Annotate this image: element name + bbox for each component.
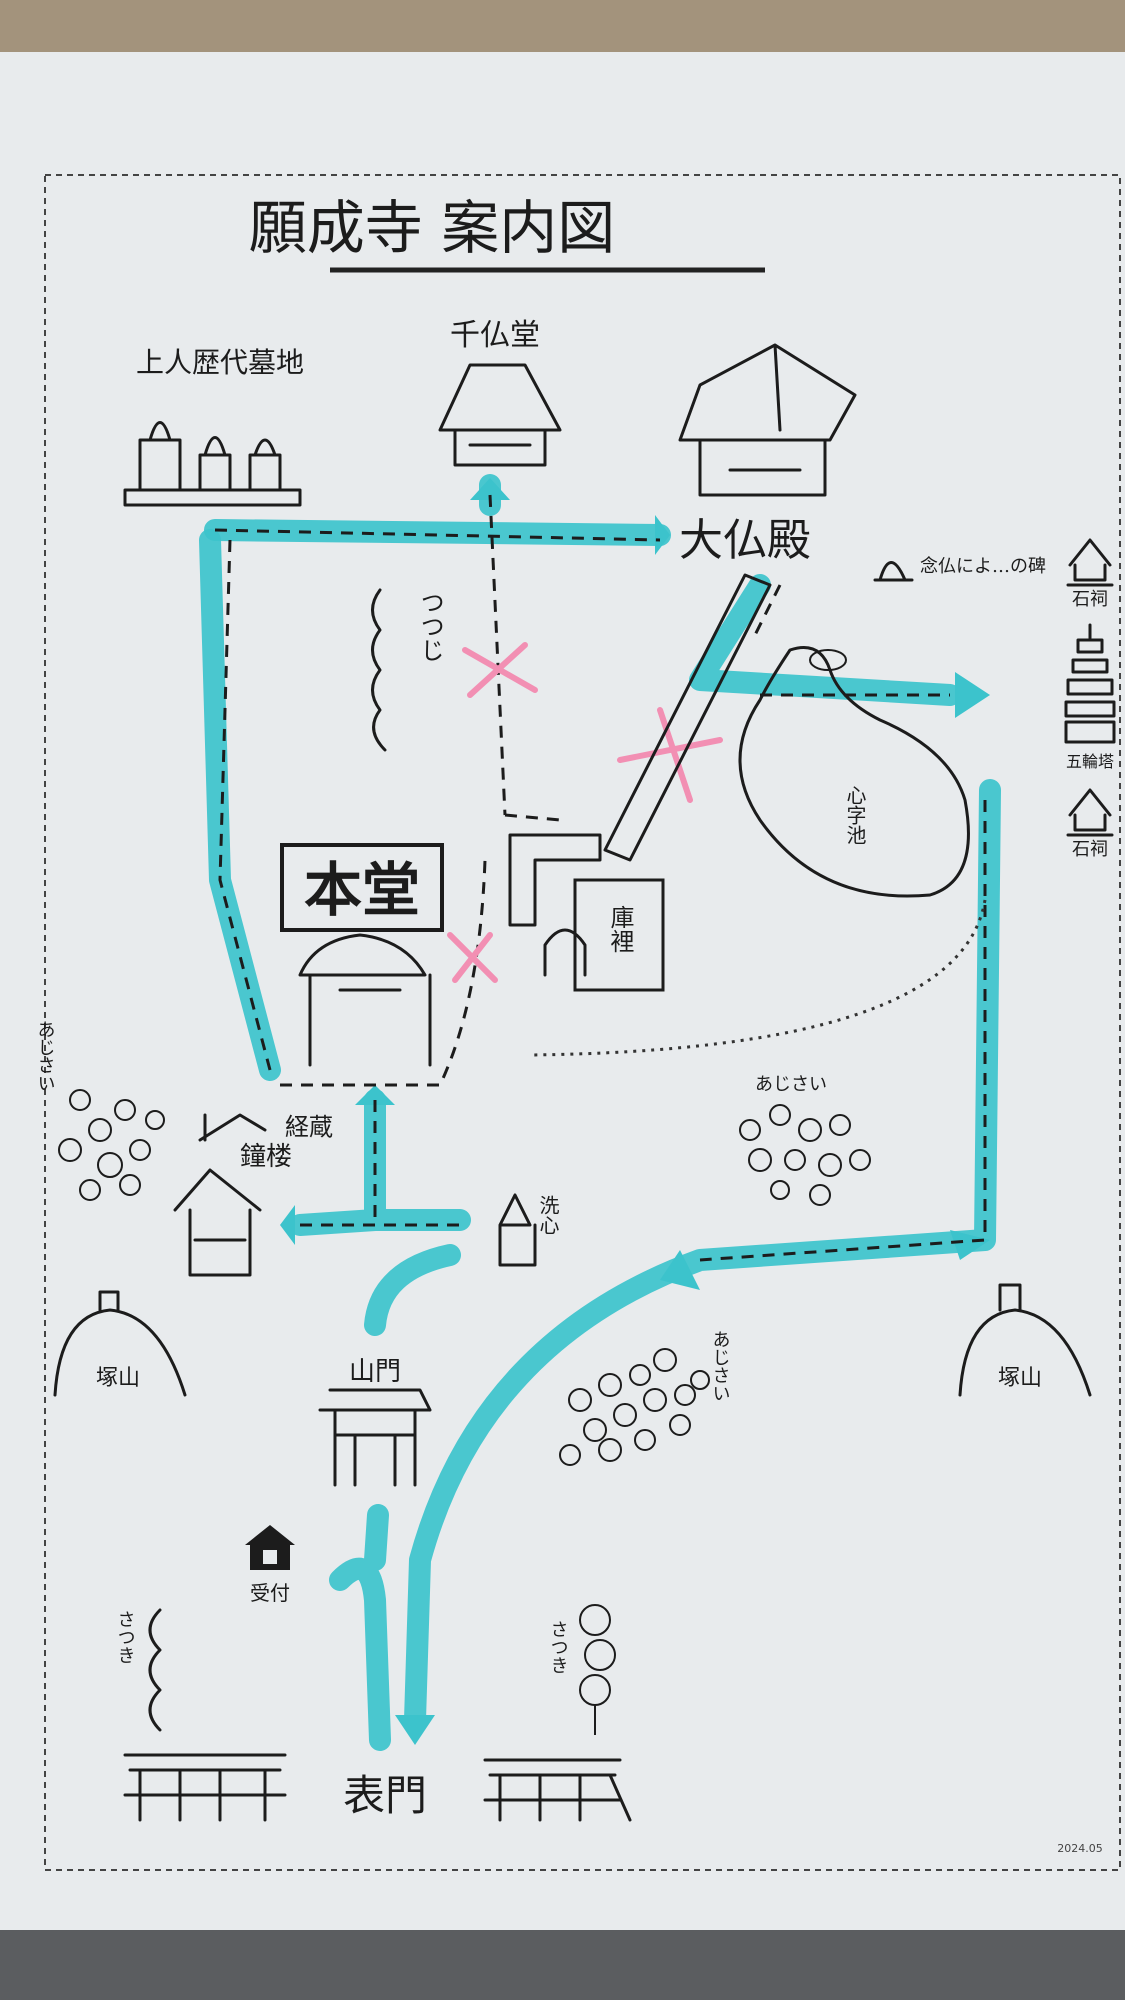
fence-left-icon <box>123 1753 287 1822</box>
label-graves: 上人歴代墓地 <box>136 346 304 379</box>
tsukayama-left-icon <box>53 1308 187 1397</box>
route-arrow-icon <box>280 1205 295 1245</box>
print-date: 2024.05 <box>1057 1842 1103 1855</box>
label-hondo: 本堂 <box>304 856 420 924</box>
closed-path-cross-icon <box>447 642 723 983</box>
route-arrow-icon <box>955 672 990 718</box>
label-sanmon: 山門 <box>349 1357 401 1387</box>
label-ajisai-center: あじさい <box>755 1074 827 1095</box>
monument-icon <box>873 561 914 582</box>
kyozo-icon <box>198 1113 267 1142</box>
pagoda-icon <box>1064 623 1116 744</box>
senshin-icon <box>498 1193 537 1267</box>
label-shoro: 鐘楼 <box>240 1142 292 1172</box>
label-kuri: 庫裡 <box>606 905 634 953</box>
label-satsuki-right: さつき <box>548 1620 569 1674</box>
tree-icon <box>371 588 387 752</box>
label-ajisai-left: あじさい <box>35 1020 56 1092</box>
label-daibutsuden: 大仏殿 <box>679 515 811 566</box>
reception-house-icon <box>245 1525 295 1570</box>
pond-island <box>809 649 847 671</box>
temple-icon <box>438 363 562 467</box>
label-pagoda: 五輪塔 <box>1066 752 1114 771</box>
tree-icon <box>559 1348 710 1466</box>
reception-door <box>263 1550 277 1564</box>
pond-outline <box>738 646 970 898</box>
stone-stairs <box>603 573 772 862</box>
fence-right-icon <box>483 1758 632 1822</box>
stone-wall <box>508 833 602 927</box>
tree-icon <box>739 1104 871 1206</box>
label-uketsuke: 受付 <box>250 1581 290 1605</box>
label-monument: 念仏によ…の碑 <box>920 555 1046 577</box>
label-tsukayama-left: 塚山 <box>96 1366 140 1391</box>
label-senbutsudo: 千仏堂 <box>450 318 540 353</box>
label-tsutsuji: つつじ <box>416 590 444 662</box>
route-arrow-icon <box>355 1085 395 1105</box>
map-title: 願成寺 案内図 <box>249 194 615 262</box>
tree-icon <box>579 1604 616 1735</box>
label-satsuki-left: さつき <box>115 1610 136 1664</box>
kuri-gate-icon <box>543 928 587 977</box>
temple-icon <box>298 933 432 1067</box>
background-cloth <box>0 0 1125 60</box>
background-bottom <box>0 1930 1125 2000</box>
mound-stone-icon <box>998 1283 1022 1312</box>
label-pond: 心字池 <box>843 785 867 845</box>
hondo-sign <box>280 843 444 932</box>
temple-icon <box>678 343 857 497</box>
mound-stone-icon <box>98 1290 120 1312</box>
walking-paths <box>214 494 987 1262</box>
label-shrine-bottom: 石祠 <box>1072 839 1108 860</box>
route-arrow-icon <box>950 1230 990 1260</box>
stone-shrine-icon <box>1066 538 1114 587</box>
gate-icon <box>318 1388 432 1487</box>
stone-shrine-icon <box>1066 788 1114 837</box>
paper-sheet <box>0 52 1125 1952</box>
tree-icon <box>58 1089 165 1201</box>
bell-tower-icon <box>173 1168 262 1277</box>
tree-icon <box>148 1608 162 1732</box>
label-senshin: 洗心 <box>536 1195 560 1235</box>
route-arrow-icon <box>660 1250 700 1290</box>
route-arrow-icon <box>655 515 670 555</box>
graves-icon <box>123 421 302 507</box>
route-arrow-icon <box>395 1715 435 1745</box>
label-tsukayama-right: 塚山 <box>998 1366 1042 1391</box>
label-shrine-top: 石祠 <box>1072 589 1108 610</box>
label-kyozo: 経蔵 <box>285 1113 333 1141</box>
label-omotemon: 表門 <box>343 1771 427 1820</box>
label-ajisai-lower: あじさい <box>710 1330 731 1402</box>
route-arrow-icon <box>470 478 510 500</box>
tsukayama-right-icon <box>958 1308 1092 1397</box>
